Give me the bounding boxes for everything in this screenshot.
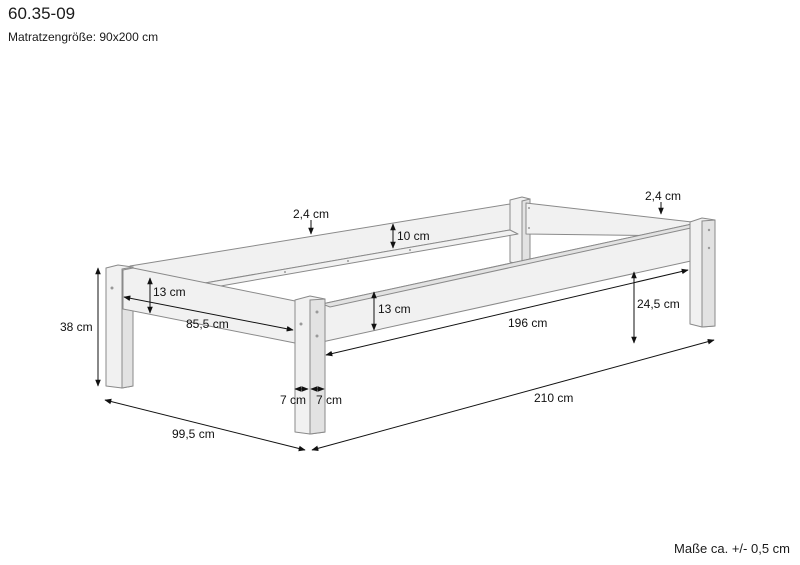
label-clearance-height: 24,5 cm (637, 297, 680, 311)
mattress-size: Matratzengröße: 90x200 cm (8, 30, 159, 44)
dim-line-total-width (104, 398, 306, 452)
label-end-rail-height: 13 cm (153, 285, 186, 299)
label-total-length: 210 cm (534, 391, 573, 405)
label-leg-width-a: 7 cm (280, 393, 306, 407)
label-board-thickness-left: 2,4 cm (293, 207, 329, 221)
tolerance-note: Maße ca. +/- 0,5 cm (674, 541, 790, 556)
dim-line-inner-width (123, 295, 294, 332)
label-inner-width: 85,5 cm (186, 317, 229, 331)
label-board-thickness-right: 2,4 cm (645, 189, 681, 203)
dim-line-total-length (311, 338, 715, 452)
label-total-height: 38 cm (60, 320, 93, 334)
label-inner-length: 196 cm (508, 316, 547, 330)
label-side-rail-height: 13 cm (378, 302, 411, 316)
model-number: 60.35-09 (8, 4, 76, 23)
label-back-rail-height: 10 cm (397, 229, 430, 243)
label-leg-width-b: 7 cm (316, 393, 342, 407)
back-rail (129, 203, 519, 288)
front-left-leg (294, 295, 326, 435)
front-right-leg (689, 217, 716, 328)
label-total-width: 99,5 cm (172, 427, 215, 441)
